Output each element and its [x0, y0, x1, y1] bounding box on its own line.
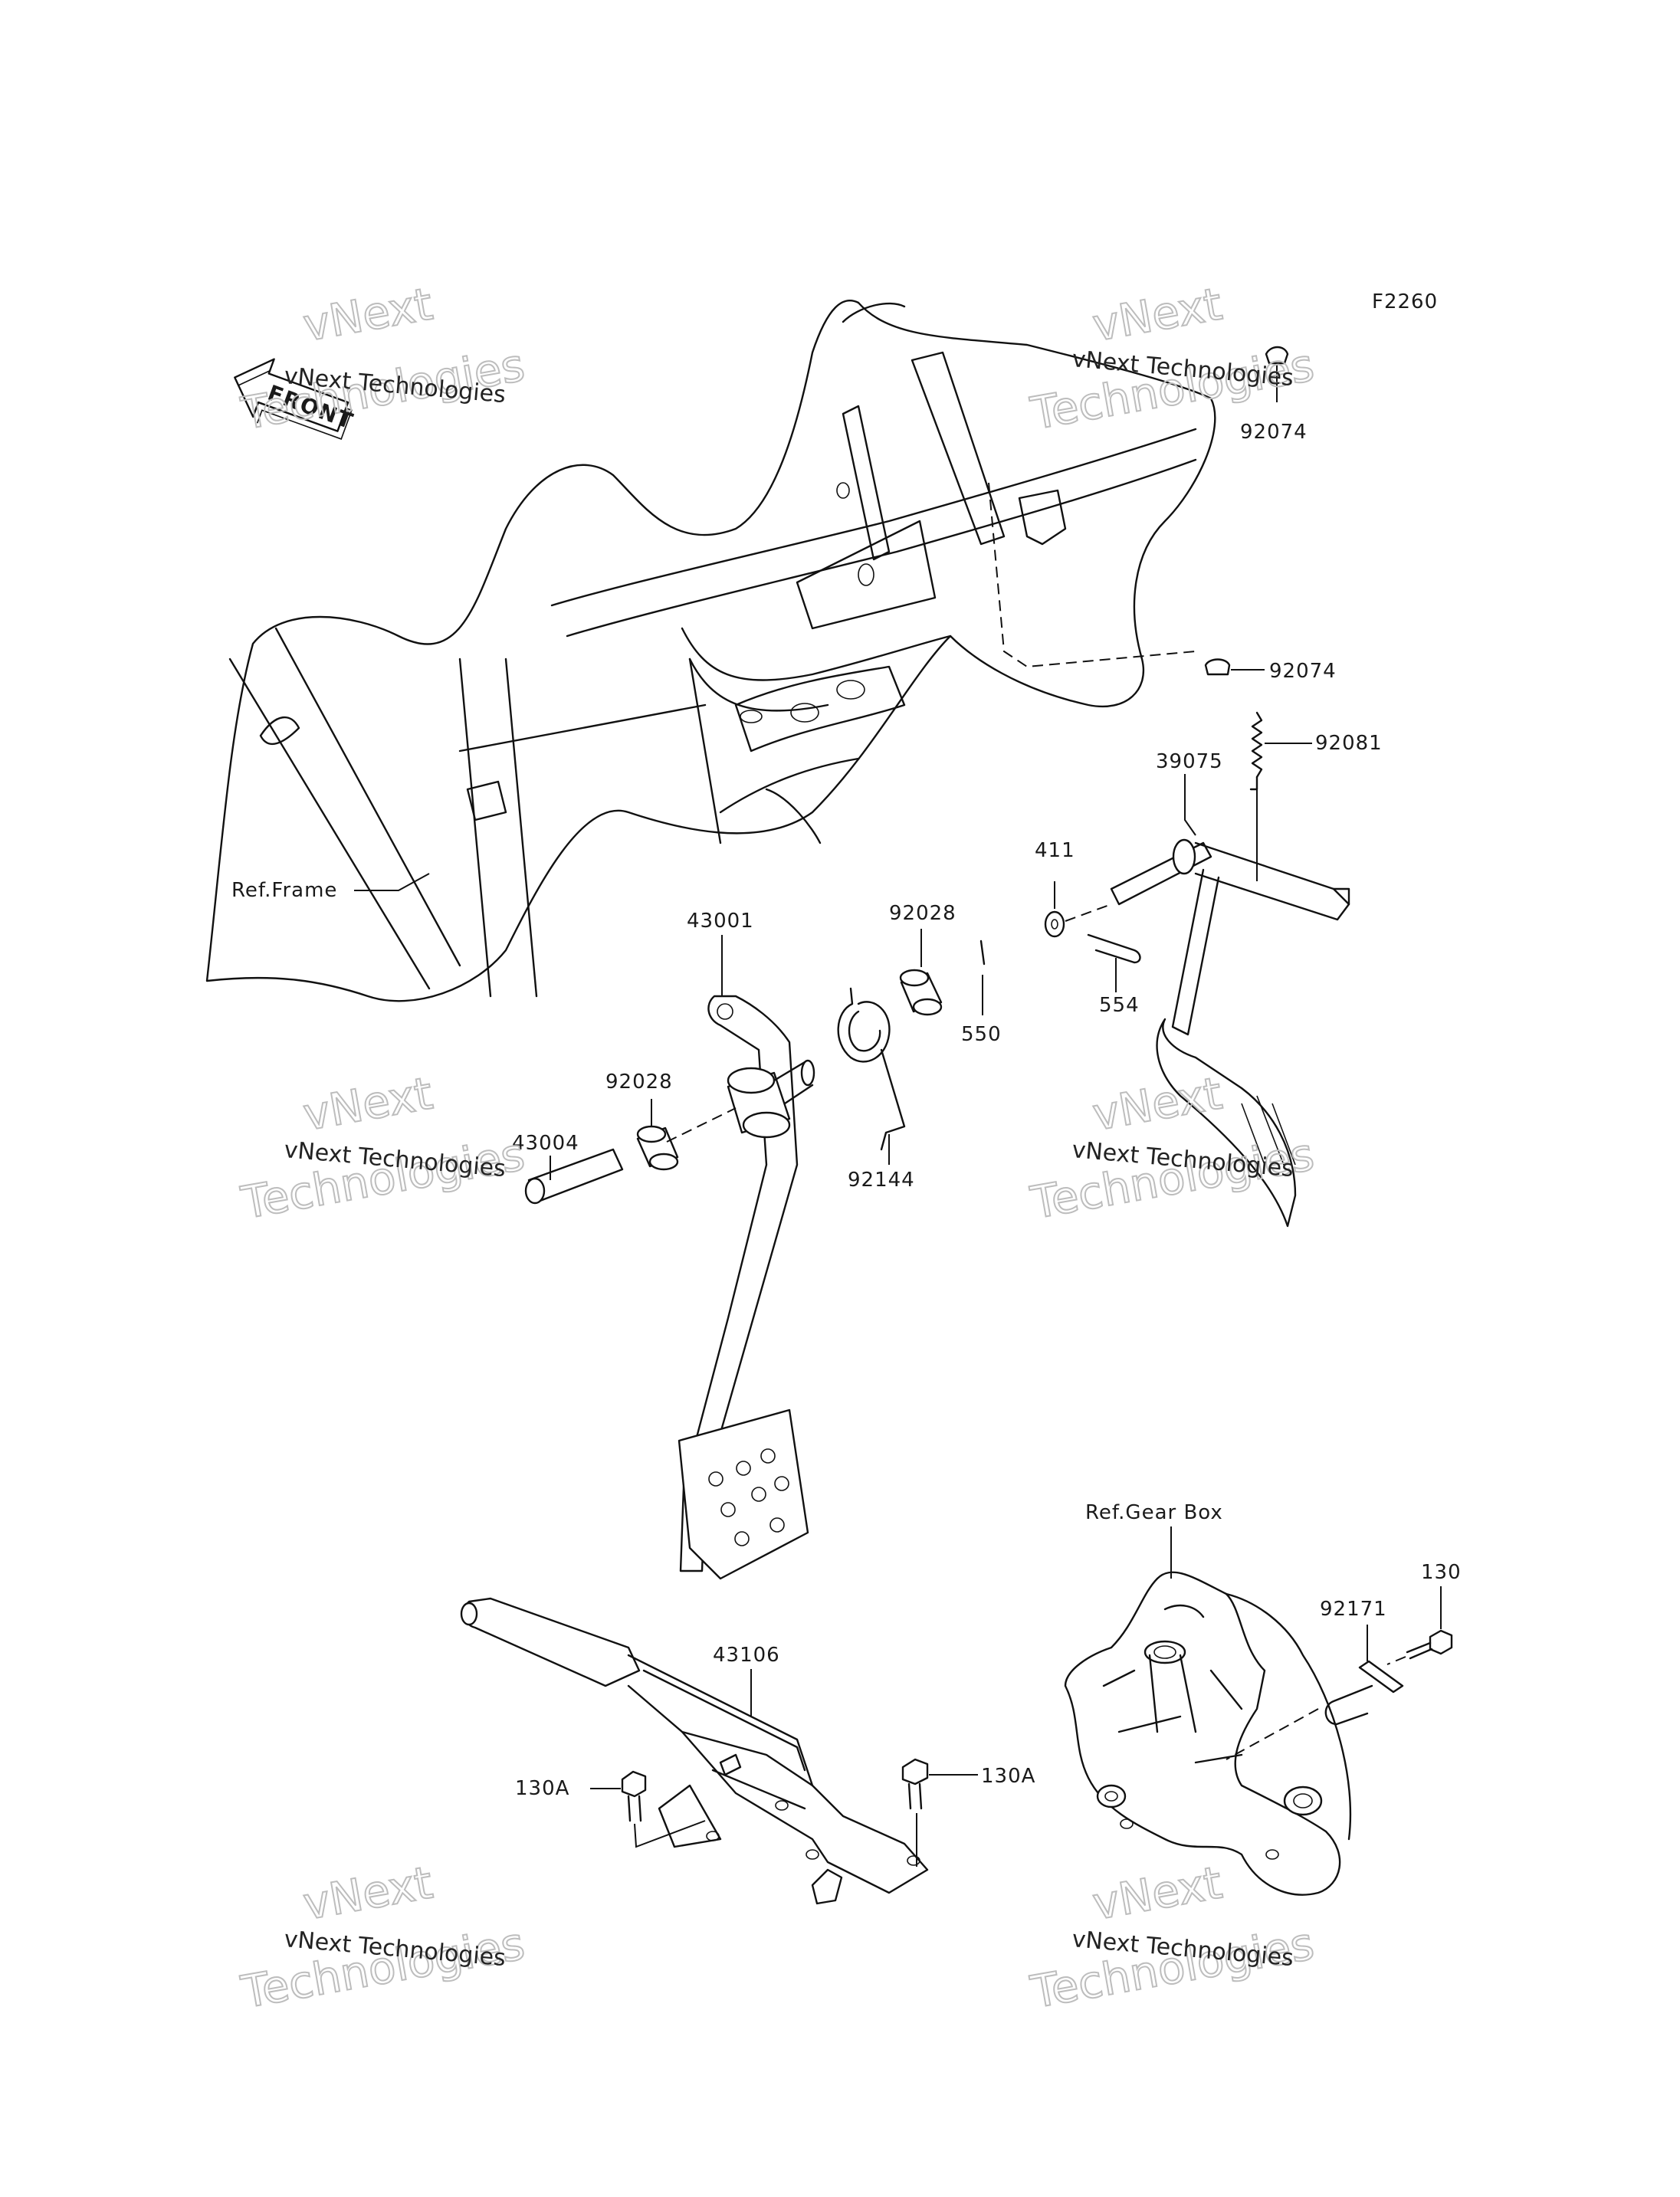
part-92081-spring [1249, 711, 1312, 881]
svg-text:vNext: vNext [300, 277, 437, 351]
part-label: 92144 [848, 1169, 915, 1192]
part-43004-pivot-pin [524, 1148, 624, 1205]
part-label: 43004 [512, 1132, 579, 1155]
part-label: 130A [981, 1765, 1035, 1788]
part-550-pin [979, 939, 986, 1015]
part-92171-clip [1226, 1625, 1404, 1760]
gear-box [1064, 1571, 1352, 1896]
watermark-top-left: vNext Technologies vNext Technologies [237, 277, 530, 441]
part-label: 92074 [1240, 421, 1308, 444]
part-92144-spring [837, 987, 906, 1165]
svg-text:vNext: vNext [1089, 1856, 1226, 1930]
watermark-bottom-left: vNext Technologies vNext Technologies [237, 1855, 530, 2019]
part-39075-brake-arm [1110, 838, 1350, 1228]
part-554-cotter-pin [1087, 933, 1141, 992]
part-label: 39075 [1156, 750, 1223, 773]
part-label: 92074 [1269, 660, 1337, 683]
part-label: 43001 [687, 910, 754, 933]
part-label: 554 [1099, 994, 1140, 1017]
part-92074-top: 92074 [1240, 346, 1308, 444]
frame-structure [205, 299, 1216, 1002]
part-43001-brake-pedal [678, 995, 815, 1580]
part-label: 130A [515, 1777, 569, 1800]
svg-text:vNext: vNext [300, 1856, 437, 1930]
part-130A-bolt-right [901, 1758, 978, 1867]
part-label: 92081 [1315, 732, 1383, 755]
ref-frame-label: Ref.Frame [231, 879, 337, 902]
part-label: 43106 [713, 1644, 780, 1667]
svg-text:vNext: vNext [1089, 277, 1226, 351]
part-130-bolt [1386, 1586, 1453, 1665]
part-43106-parking-lever [460, 1597, 929, 1905]
part-label: 92028 [605, 1071, 673, 1094]
svg-text:vNext: vNext [300, 1067, 437, 1140]
part-label: 130 [1421, 1561, 1462, 1584]
part-411-washer [1044, 881, 1112, 938]
ref-gear-box-label: Ref.Gear Box [1085, 1501, 1223, 1524]
part-92074-mid: 92074 [1204, 658, 1337, 683]
watermark-bottom-right: vNext Technologies vNext Technologies [1026, 1855, 1319, 2019]
watermark-mid-left: vNext Technologies vNext Technologies [237, 1066, 530, 1230]
part-130A-bolt-left [590, 1770, 706, 1848]
part-label: 411 [1035, 839, 1075, 862]
svg-text:vNext: vNext [1089, 1067, 1226, 1140]
part-92028-collar-lower [636, 1099, 737, 1171]
watermark-mid-right: vNext Technologies vNext Technologies [1026, 1066, 1319, 1230]
part-label: 92028 [889, 902, 956, 925]
diagram-code: F2260 [1372, 290, 1438, 313]
part-label: 550 [961, 1023, 1002, 1046]
watermark-top-right: vNext Technologies vNext Technologies [1026, 277, 1319, 441]
part-92028-collar-upper [899, 929, 943, 1016]
part-label: 92171 [1320, 1598, 1387, 1621]
